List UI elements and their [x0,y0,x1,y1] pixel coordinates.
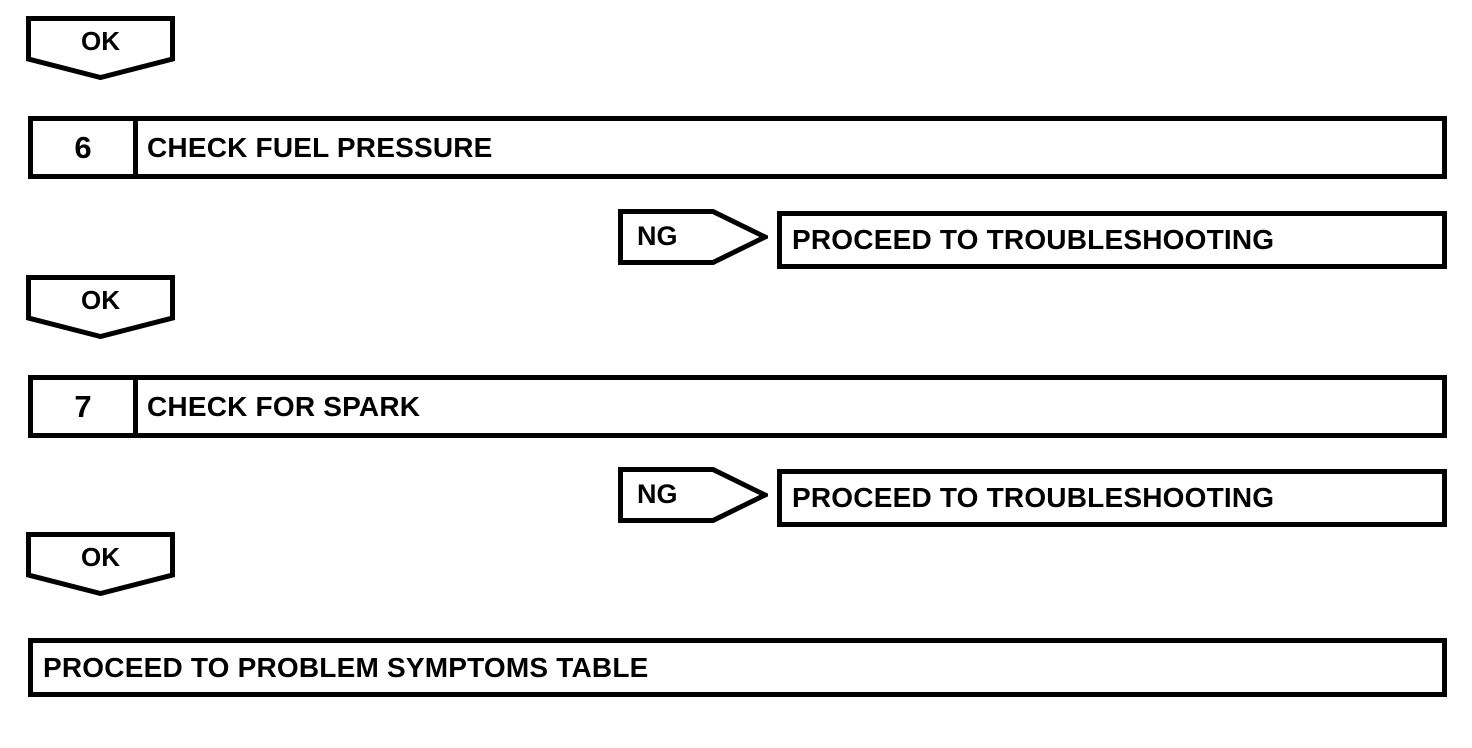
step-7-number: 7 [33,380,138,433]
final-result-box[interactable]: PROCEED TO PROBLEM SYMPTOMS TABLE [28,638,1447,697]
step-box-7[interactable]: 7 CHECK FOR SPARK [28,375,1447,438]
ok-connector-2: OK [26,275,175,339]
ng-branch-2-target-box[interactable]: PROCEED TO TROUBLESHOOTING [777,469,1447,527]
ng-branch-1-arrow: NG [618,209,768,265]
step-box-6[interactable]: 6 CHECK FUEL PRESSURE [28,116,1447,179]
step-6-title: CHECK FUEL PRESSURE [147,131,493,163]
ok-connector-3: OK [26,532,175,596]
step-7-title: CHECK FOR SPARK [147,390,421,422]
ok-connector-1: OK [26,16,175,80]
ng-branch-1-target-box[interactable]: PROCEED TO TROUBLESHOOTING [777,211,1447,269]
ng-branch-2-arrow: NG [618,467,768,523]
step-6-number: 6 [33,121,138,174]
